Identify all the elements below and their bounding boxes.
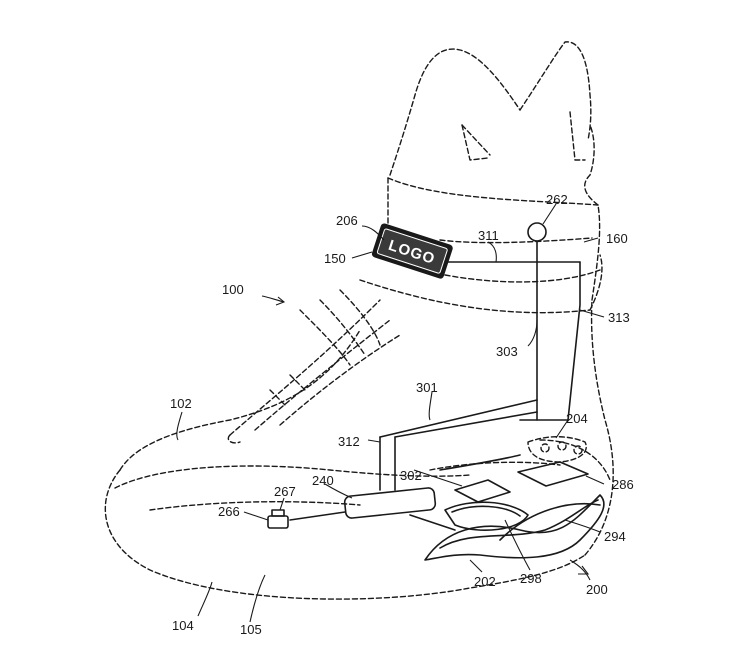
ref-240: 240: [312, 473, 334, 488]
ref-302: 302: [400, 468, 422, 483]
ref-267: 267: [274, 484, 296, 499]
ref-303: 303: [496, 344, 518, 359]
leader-lines: [176, 203, 605, 623]
shoe-outline: [104, 41, 614, 600]
ref-294: 294: [604, 529, 626, 544]
ref-104: 104: [172, 618, 194, 633]
ref-312: 312: [338, 434, 360, 449]
ref-266: 266: [218, 504, 240, 519]
components: LOGO: [267, 223, 605, 561]
ref-200: 200: [586, 582, 608, 597]
ref-313: 313: [608, 310, 630, 325]
sole-insert-200: [424, 494, 605, 561]
ref-204: 204: [566, 411, 588, 426]
controller-302: [454, 479, 511, 503]
ref-206: 206: [336, 213, 358, 228]
ref-262: 262: [546, 192, 568, 207]
pad-298: [444, 501, 529, 531]
ref-301: 301: [416, 380, 438, 395]
ref-105: 105: [240, 622, 262, 637]
logo-badge: LOGO: [371, 223, 453, 279]
sensor-262: [527, 222, 547, 242]
ref-100: 100: [222, 282, 244, 297]
ref-286: 286: [612, 477, 634, 492]
ref-202: 202: [474, 574, 496, 589]
chain-204: [527, 436, 587, 463]
battery-240: [343, 487, 437, 519]
ref-150: 150: [324, 251, 346, 266]
ref-298: 298: [520, 571, 542, 586]
ref-102: 102: [170, 396, 192, 411]
internal-wiring: [289, 222, 581, 531]
connector-266: [267, 515, 289, 529]
module-286: [517, 461, 589, 487]
ref-311: 311: [478, 228, 499, 243]
ref-160: 160: [606, 231, 628, 246]
reference-labels: 100 102 104 105 150 160 200 202 204 206 …: [170, 192, 634, 637]
